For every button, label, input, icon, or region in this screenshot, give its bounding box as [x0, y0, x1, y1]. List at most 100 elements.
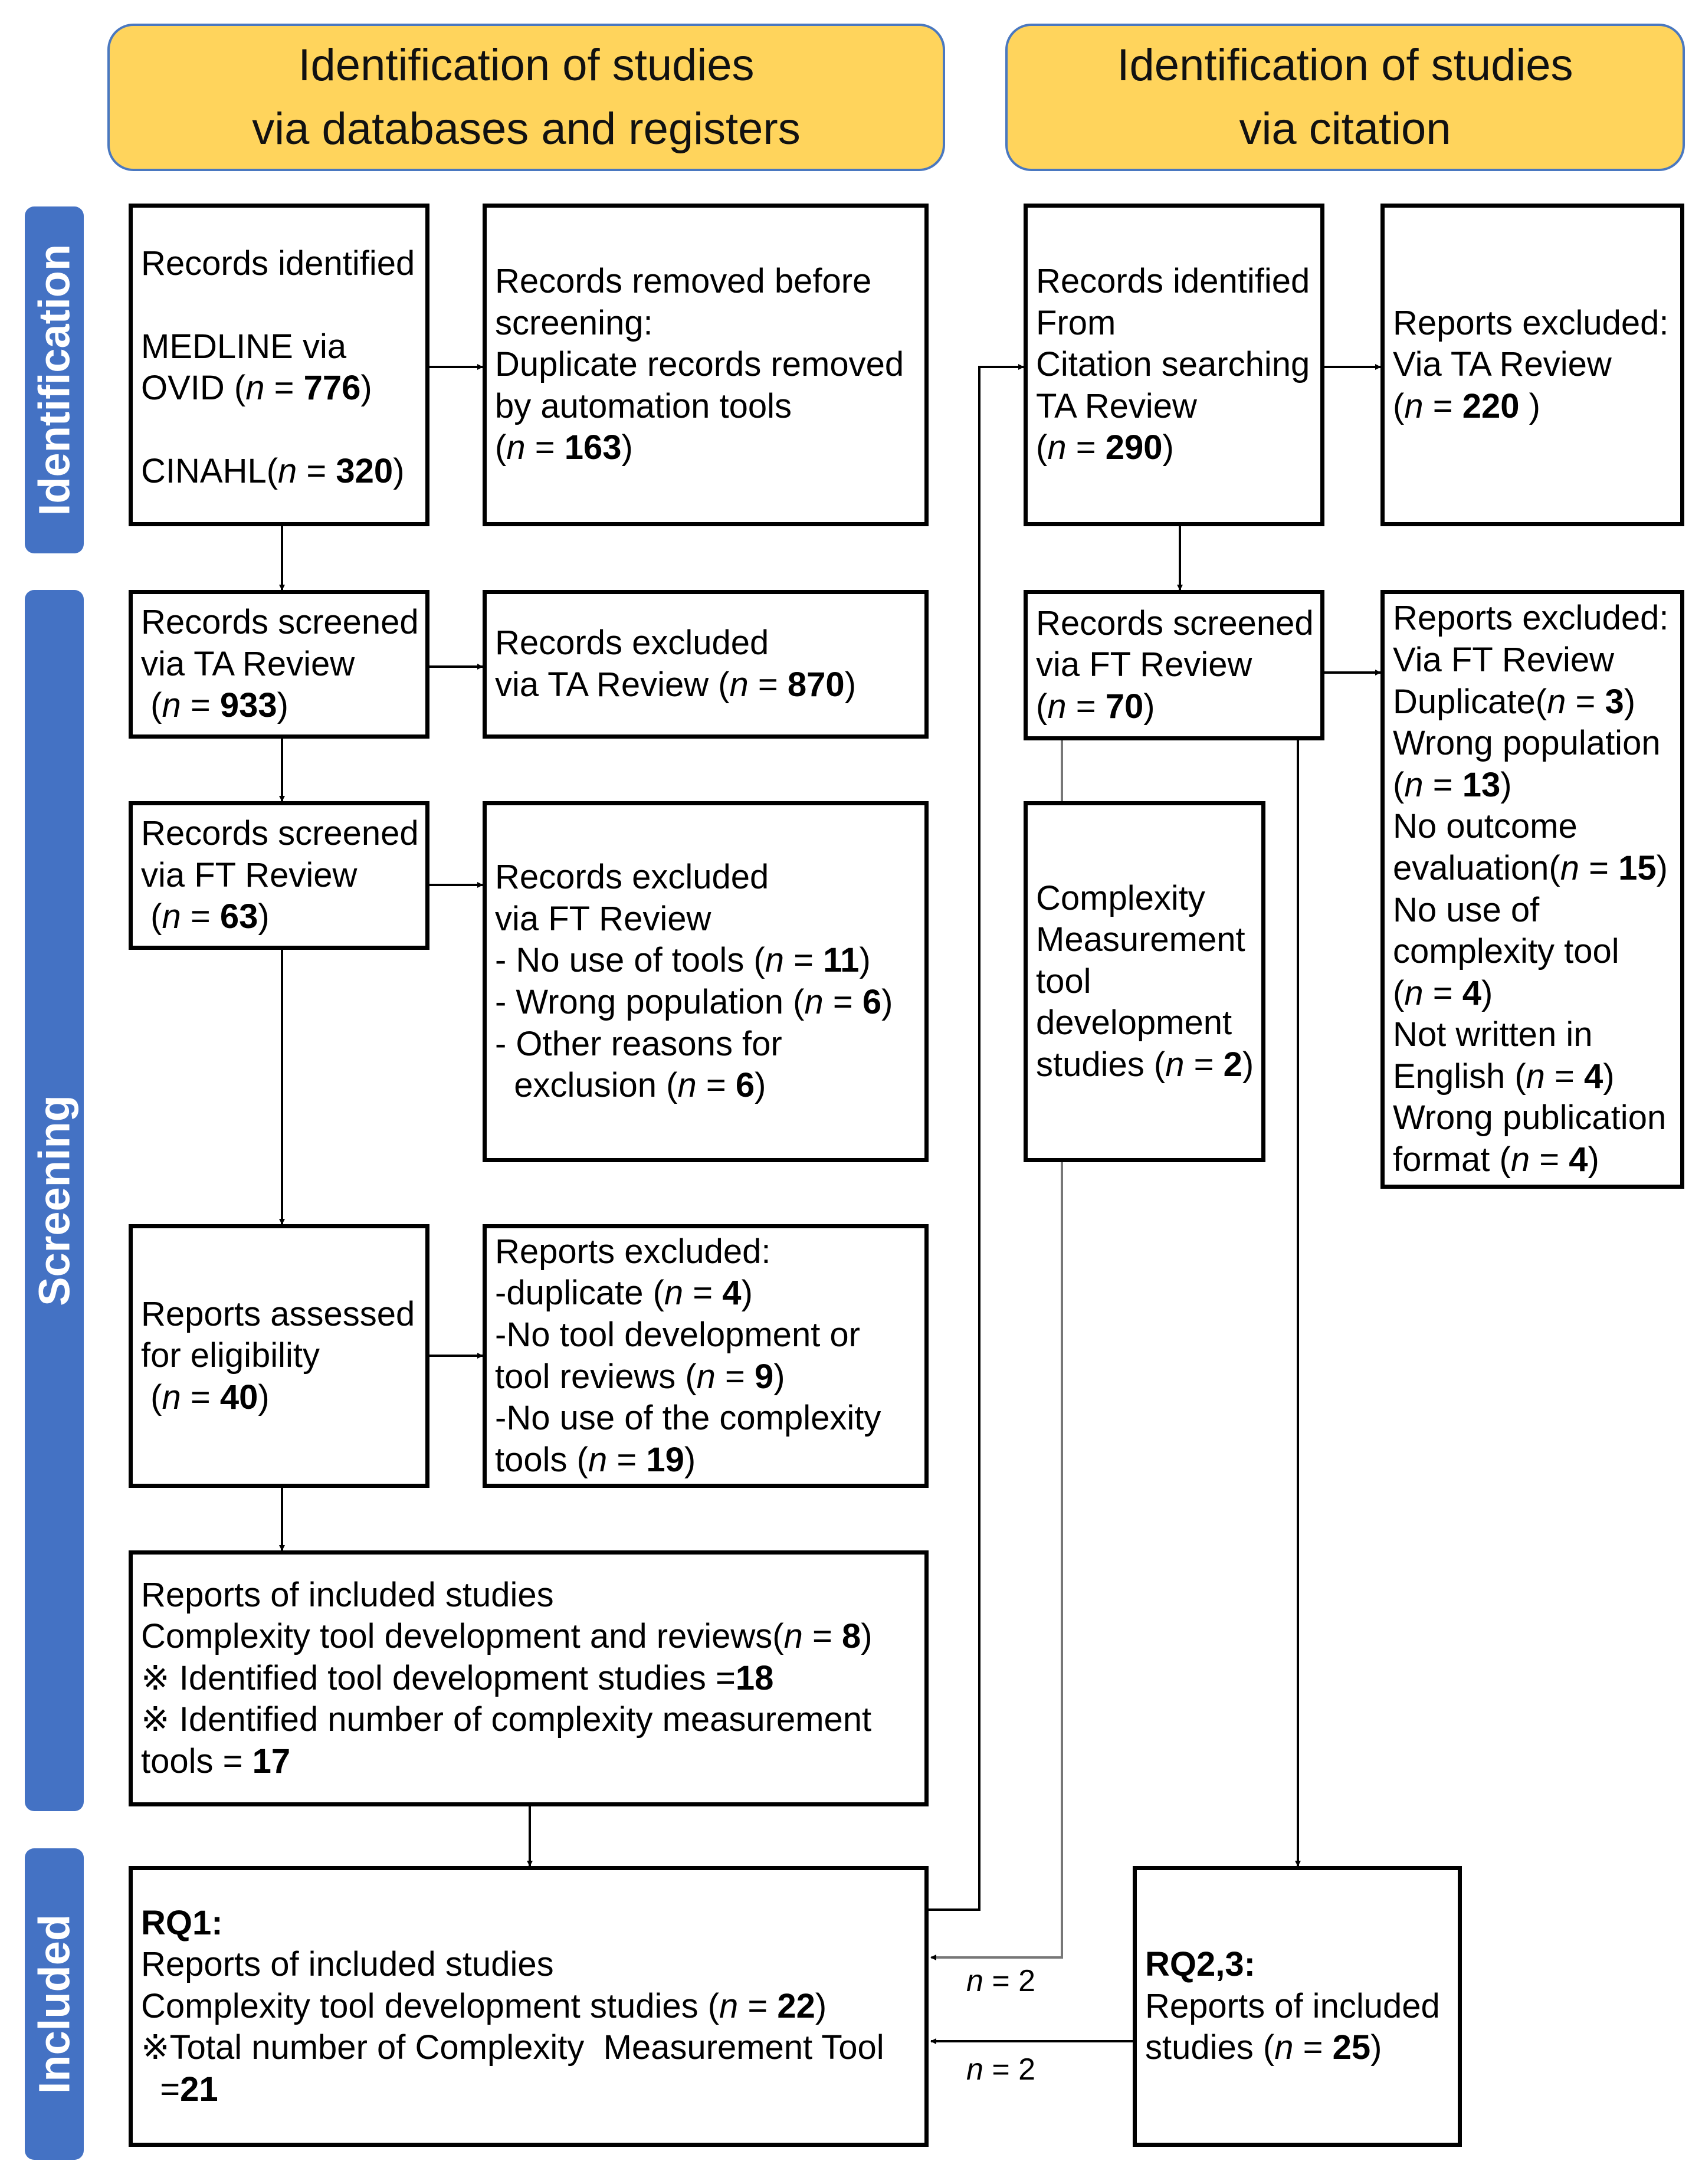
- text-segment: ): [815, 1986, 827, 2025]
- box-line: -duplicate (n = 4): [495, 1273, 916, 1314]
- count-symbol: n: [162, 1378, 181, 1416]
- text-segment: Reports of included studies: [141, 1575, 554, 1614]
- box-line: - Wrong population (n = 6): [495, 982, 916, 1024]
- text-segment: ※ Identified number of complexity measur…: [141, 1700, 872, 1739]
- text-segment: (: [141, 686, 162, 725]
- text-segment: =: [1544, 1057, 1585, 1096]
- box-line: Not written in: [1393, 1014, 1672, 1056]
- text-segment: -duplicate (: [495, 1274, 664, 1313]
- text-segment: =: [297, 451, 336, 490]
- box-line: (n = 63): [141, 896, 417, 938]
- text-segment: (: [1036, 428, 1048, 467]
- box-line: Reports excluded:: [1393, 598, 1672, 640]
- count-value: 63: [219, 897, 258, 936]
- box-line: RQ1:: [141, 1903, 916, 1944]
- box-reports-excluded: Reports excluded:-duplicate (n = 4)-No t…: [483, 1224, 929, 1488]
- text-segment: Wrong population: [1393, 724, 1661, 763]
- text-segment: =: [1184, 1045, 1224, 1084]
- text-segment: No outcome: [1393, 807, 1578, 846]
- text-segment: ): [1162, 428, 1174, 467]
- text-segment: Via FT Review: [1393, 640, 1614, 679]
- text-segment: ): [1519, 386, 1540, 425]
- text-segment: - Wrong population (: [495, 983, 805, 1021]
- count-value: RQ2,3:: [1145, 1945, 1255, 1984]
- box-line: - Other reasons for: [495, 1024, 916, 1065]
- text-segment: ): [859, 941, 871, 980]
- text-segment: Duplicate(: [1393, 682, 1547, 721]
- text-segment: ): [1656, 848, 1668, 887]
- text-segment: ): [1143, 687, 1155, 726]
- box-line: Records screened: [141, 813, 419, 855]
- text-segment: via FT Review: [141, 855, 358, 894]
- text-segment: (: [1393, 765, 1405, 804]
- count-symbol: n: [783, 1617, 803, 1656]
- text-segment: =: [696, 1066, 736, 1105]
- box-line: OVID (n = 776): [141, 368, 417, 409]
- count-symbol: n: [696, 1357, 716, 1396]
- text-segment: (: [1393, 973, 1405, 1012]
- box-line: Records excluded: [495, 857, 916, 898]
- box-line: Reports excluded:: [495, 1231, 916, 1273]
- count-symbol: n: [1547, 682, 1566, 721]
- box-line: via FT Review: [141, 855, 417, 897]
- box-line: ※ Identified tool development studies =1…: [141, 1658, 916, 1700]
- text-segment: =: [1066, 687, 1106, 726]
- text-segment: =: [1423, 765, 1462, 804]
- arrow-rq1-to-citation: [929, 364, 1024, 1911]
- count-symbol: n: [719, 1986, 739, 2025]
- text-segment: ): [741, 1274, 753, 1313]
- box-line: Wrong publication: [1393, 1097, 1672, 1139]
- text-segment: =: [1566, 682, 1605, 721]
- phase-identification: Identification: [25, 206, 84, 553]
- text-segment: =: [823, 983, 863, 1021]
- count-value: 11: [823, 941, 860, 980]
- count-symbol: n: [1510, 1140, 1530, 1179]
- text-segment: From: [1036, 303, 1116, 342]
- count-symbol: n: [506, 428, 526, 467]
- box-line: Records identified: [1036, 261, 1312, 303]
- text-segment: =: [181, 1378, 220, 1416]
- text-segment: ): [360, 369, 372, 408]
- count-value: 163: [564, 428, 622, 467]
- text-segment: =: [181, 686, 220, 725]
- text-segment: =: [738, 1986, 778, 2025]
- count-value: 8: [842, 1617, 861, 1656]
- text-segment: Records screened: [141, 814, 419, 853]
- text-segment: =: [748, 665, 788, 704]
- count-symbol: n: [1274, 2028, 1294, 2067]
- text-segment: tools (: [495, 1440, 588, 1479]
- text-segment: Duplicate records removed: [495, 345, 904, 384]
- text-segment: Via TA Review: [1393, 345, 1612, 384]
- text-segment: -No use of the complexity: [495, 1399, 881, 1438]
- text-segment: (: [141, 897, 162, 936]
- box-line: Records screened: [1036, 603, 1314, 645]
- text-segment: development: [1036, 1004, 1232, 1042]
- box-line: ※Total number of Complexity Measurement …: [141, 2027, 916, 2069]
- box-line: TA Review: [1036, 386, 1312, 428]
- count-value: RQ1:: [141, 1903, 223, 1942]
- text-segment: ): [755, 1066, 766, 1105]
- box-line: Wrong population: [1393, 723, 1672, 765]
- box-line: Reports assessed: [141, 1294, 417, 1336]
- box-line: (n = 220 ): [1393, 386, 1672, 428]
- text-segment: Records removed before: [495, 262, 872, 301]
- box-line: Measurement: [1036, 919, 1253, 961]
- text-segment: ): [393, 451, 405, 490]
- text-segment: (: [495, 428, 507, 467]
- count-symbol: n: [1404, 386, 1424, 425]
- header-line: via citation: [1239, 104, 1451, 154]
- text-segment: ): [258, 897, 270, 936]
- count-symbol: n: [588, 1440, 608, 1479]
- text-segment: Complexity tool development and reviews(: [141, 1617, 784, 1656]
- box-line: tools (n = 19): [495, 1439, 916, 1481]
- text-segment: Not written in: [1393, 1015, 1593, 1054]
- count-symbol: n: [162, 686, 181, 725]
- count-value: 6: [862, 983, 882, 1021]
- text-segment: Records identified: [141, 244, 415, 283]
- count-value: 776: [303, 369, 361, 408]
